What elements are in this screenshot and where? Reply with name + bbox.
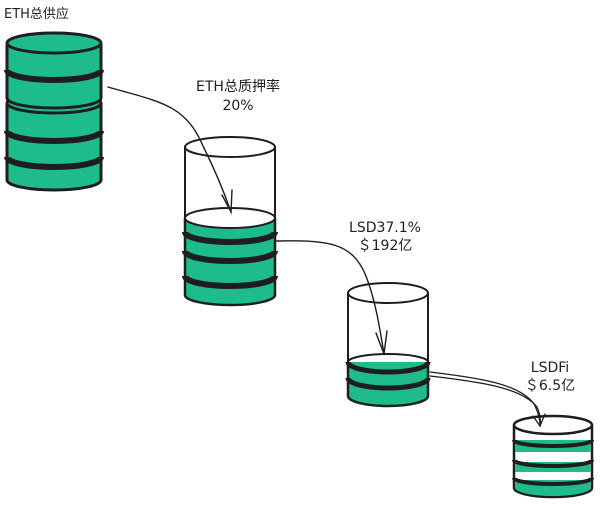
lsdfi-top — [512, 414, 594, 436]
eth-staking-title-label: ETH总质押率 — [196, 79, 280, 95]
lsd-fill-surface — [347, 353, 429, 363]
eth-staking-top — [184, 136, 276, 158]
arrow-supply-to-staking-line — [107, 86, 232, 213]
arrow-supply-to-staking — [107, 86, 233, 215]
eth-supply-cylinder — [4, 31, 104, 192]
lsd-empty-body — [347, 293, 429, 373]
arrow-lsd-to-lsdfi-line-2 — [429, 375, 542, 427]
lsdfi-title-label: LSDFi — [530, 360, 570, 376]
lsdfi-band-3 — [512, 477, 594, 486]
arrow-staking-to-lsd-head — [375, 330, 388, 355]
eth-supply-upper-cylinder — [4, 31, 104, 110]
lsd-title-label: LSD37.1% — [349, 220, 421, 236]
eth-supply-upper-band-1 — [4, 69, 104, 83]
arrow-lsd-to-lsdfi-head — [532, 413, 546, 428]
eth-supply-lower-body — [5, 103, 103, 192]
lsd-cylinder — [345, 282, 431, 408]
lsdfi-value-label: ＄6.5亿 — [524, 378, 576, 394]
eth-staking-band-2 — [182, 250, 278, 264]
arrow-lsd-to-lsdfi — [429, 371, 546, 428]
eth-staking-band-1 — [182, 231, 278, 245]
lsdfi-band-1 — [512, 439, 594, 448]
eth-supply-label: ETH总供应 — [4, 7, 69, 22]
eth-supply-lower-band-2 — [4, 156, 104, 170]
lsd-value-label: ＄192亿 — [357, 238, 413, 254]
eth-staking-band-3 — [182, 275, 278, 289]
lsd-band-1 — [345, 361, 431, 375]
lsd-top — [347, 282, 429, 304]
arrow-supply-to-staking-head — [221, 189, 233, 215]
lsdfi-cylinder — [512, 414, 594, 499]
lsdfi-band-2 — [512, 459, 594, 468]
eth-supply-upper-body — [5, 43, 103, 110]
arrow-staking-to-lsd — [275, 240, 388, 355]
eth-supply-upper-top — [5, 31, 103, 55]
eth-supply-lower-band-1 — [4, 130, 104, 144]
eth-staking-value-label: 20% — [222, 98, 254, 114]
lsd-band-2 — [345, 377, 431, 391]
eth-staking-cylinder — [182, 136, 278, 307]
arrow-staking-to-lsd-line — [275, 240, 385, 355]
